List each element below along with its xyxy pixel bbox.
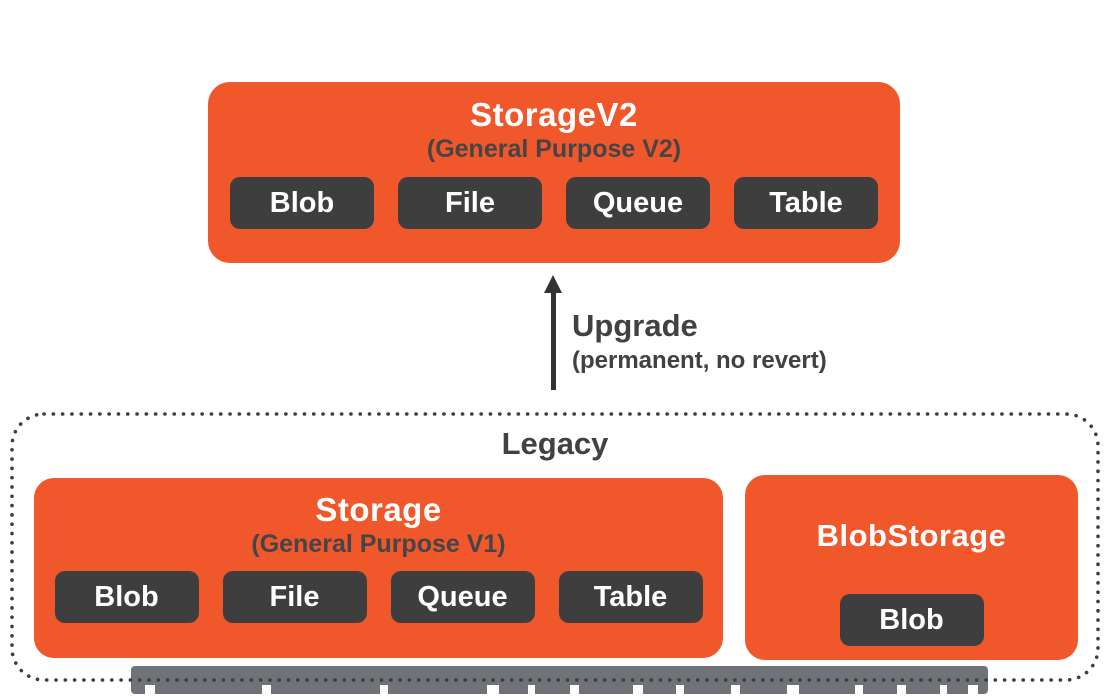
- service-badge-file: File: [222, 571, 367, 623]
- storage-v1-services: Blob File Queue Table: [54, 571, 703, 623]
- caption-glyph-fragment: [145, 685, 155, 694]
- blob-storage-services: Blob: [839, 594, 984, 646]
- blob-storage-box: BlobStorage Blob: [745, 475, 1078, 660]
- storage-v2-subtitle: (General Purpose V2): [426, 135, 682, 163]
- service-badge-queue: Queue: [566, 177, 710, 229]
- caption-glyph-fragment: [787, 685, 799, 694]
- caption-glyph-fragment: [676, 685, 684, 694]
- service-badge-blob: Blob: [839, 594, 984, 646]
- storage-v1-box: Storage (General Purpose V1) Blob File Q…: [34, 478, 723, 658]
- storage-v1-title: Storage: [315, 491, 442, 528]
- service-badge-queue: Queue: [390, 571, 535, 623]
- legacy-group-label: Legacy: [501, 426, 609, 461]
- service-badge-table: Table: [558, 571, 703, 623]
- service-badge-file: File: [398, 177, 542, 229]
- service-badge-table: Table: [734, 177, 878, 229]
- caption-bar: [131, 666, 988, 694]
- upgrade-arrow-shaft: [551, 291, 556, 390]
- caption-glyph-fragment: [633, 685, 643, 694]
- upgrade-label: Upgrade: [572, 308, 698, 343]
- storage-v1-subtitle: (General Purpose V1): [251, 530, 506, 558]
- caption-glyph-fragment: [897, 685, 906, 694]
- caption-glyph-fragment: [855, 685, 863, 694]
- caption-glyph-fragment: [731, 685, 740, 694]
- service-badge-blob: Blob: [54, 571, 199, 623]
- upgrade-note: (permanent, no revert): [572, 347, 827, 374]
- caption-glyph-fragment: [528, 685, 535, 694]
- caption-glyph-fragment: [570, 685, 579, 694]
- storage-v2-services: Blob File Queue Table: [230, 177, 878, 229]
- service-badge-blob: Blob: [230, 177, 374, 229]
- caption-glyph-fragment: [968, 685, 978, 694]
- caption-glyph-fragment: [262, 685, 271, 694]
- caption-glyph-fragment: [380, 685, 388, 694]
- caption-glyph-fragment: [940, 685, 947, 694]
- blob-storage-title: BlobStorage: [816, 518, 1007, 553]
- arrow-up-icon: [544, 275, 562, 293]
- storage-v2-title: StorageV2: [470, 96, 638, 133]
- storage-v2-box: StorageV2 (General Purpose V2) Blob File…: [208, 82, 900, 263]
- caption-glyph-fragment: [487, 685, 499, 694]
